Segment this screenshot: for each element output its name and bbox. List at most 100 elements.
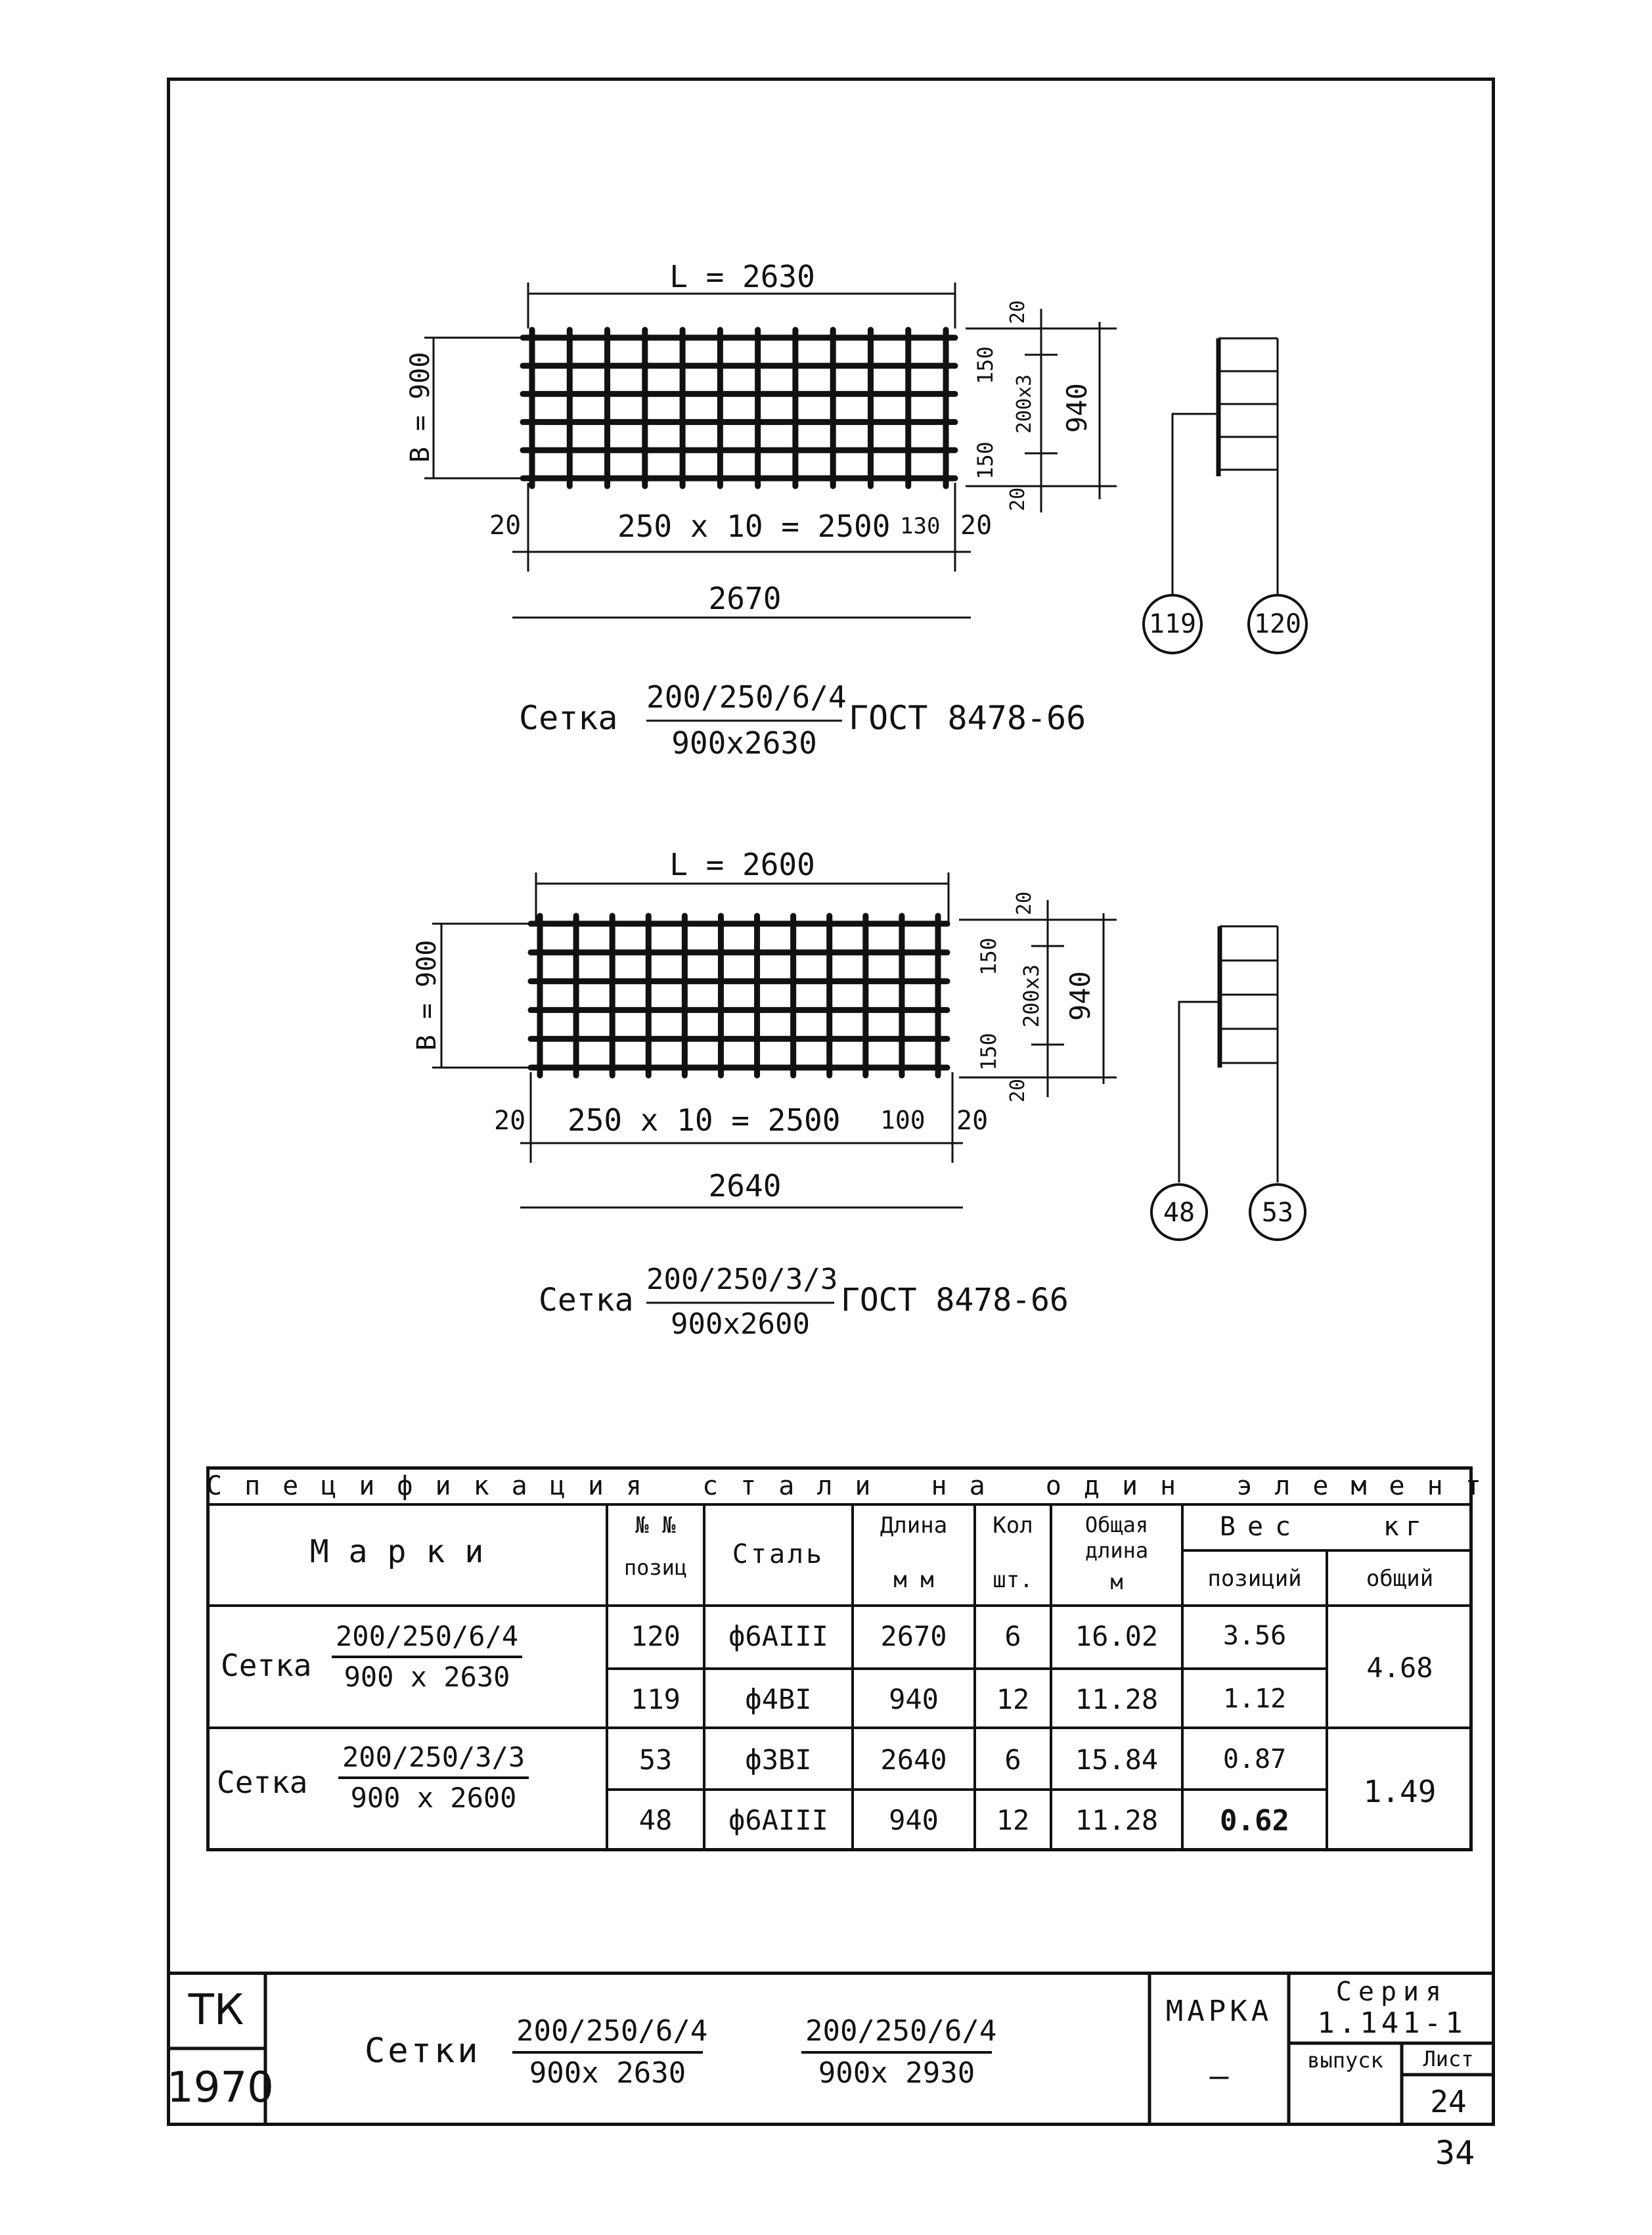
mesh-1-dim-overall: 940: [1061, 383, 1093, 433]
spec-group-2-mark-num: 200/250/3/3: [338, 1744, 529, 1779]
title-sheet-value: 24: [1430, 2084, 1467, 2119]
bubble-48: [1150, 1183, 1208, 1241]
spec-header-weight: Вес: [1219, 1512, 1303, 1542]
caption-2-numerator: 200/250/3/3: [646, 1263, 838, 1296]
spec-group-2-mark: 200/250/3/3 900 x 2600: [338, 1744, 529, 1812]
mesh-1-left-margin: 20: [489, 510, 522, 541]
spec-row-3-length: 2640: [880, 1744, 947, 1776]
title-issue-label: выпуск: [1307, 2048, 1383, 2073]
mesh-1-overall-label: 2670: [708, 581, 782, 616]
mesh-2-side-view: [1150, 925, 1306, 1241]
caption-1-numerator: 200/250/6/4: [646, 679, 847, 715]
spec-row-1-steel: ф6АIII: [728, 1620, 828, 1652]
spec-group-2-total: 1.49: [1363, 1774, 1437, 1809]
mesh-1-dim-bottom: 20: [1006, 487, 1029, 512]
spec-row-3-weight: 0.87: [1222, 1744, 1287, 1774]
spec-header-total-length-mid: длина: [1084, 1538, 1149, 1563]
spec-title: Спецификация стали на один элемент: [206, 1471, 1504, 1501]
mesh-2-dim-upper: 150: [976, 937, 1001, 976]
title-fraction-2-num: 200/250/6/4: [801, 2017, 996, 2054]
spec-group-1-prefix: Сетка: [221, 1648, 312, 1683]
spec-header-length-top: Длина: [880, 1512, 948, 1539]
spec-row-2-total-length: 11.28: [1075, 1683, 1159, 1715]
spec-group-1-mark: 200/250/6/4 900 x 2630: [332, 1623, 522, 1691]
spec-group-1-mark-den: 900 x 2630: [344, 1661, 510, 1693]
spec-row-1-total-length: 16.02: [1075, 1620, 1159, 1652]
mesh-2-overall-label: 2640: [708, 1168, 782, 1204]
bubble-53: [1249, 1183, 1306, 1241]
mesh-2-span-label: 250 x 10 = 2500: [568, 1102, 841, 1138]
mesh-2-dim-overall: 940: [1064, 971, 1096, 1021]
mesh-1-dimensions: [424, 282, 1117, 619]
mesh-2-end-offset: 100: [880, 1106, 926, 1135]
spec-row-1-length: 2670: [880, 1620, 947, 1652]
spec-table: [206, 1466, 1473, 1851]
spec-header-total-length-bottom: м: [1110, 1569, 1123, 1594]
spec-group-1-mark-num: 200/250/6/4: [332, 1623, 522, 1658]
spec-group-1-total: 4.68: [1366, 1652, 1433, 1684]
spec-header-weight-unit: кг: [1383, 1512, 1429, 1542]
title-org: ТК: [188, 1986, 244, 2035]
spec-row-4-total-length: 11.28: [1075, 1804, 1159, 1836]
mesh-1-bubble-b: 120: [1253, 609, 1302, 639]
spec-row-3-qty: 6: [1004, 1744, 1021, 1776]
mesh-1-end-offset: 130: [900, 513, 941, 539]
title-marka-value: –: [1209, 2058, 1229, 2094]
mesh-1-dim-upper: 150: [973, 346, 998, 384]
title-marka-label: МАРКА: [1165, 1995, 1273, 2028]
spec-row-3-total-length: 15.84: [1075, 1744, 1159, 1776]
title-series-label: Серия: [1335, 1977, 1448, 2007]
mesh-2-dimensions: [432, 872, 1117, 1209]
spec-row-2-steel: ф4ВI: [745, 1683, 812, 1715]
spec-header-qty-top: Кол: [993, 1512, 1033, 1539]
mesh-2-dim-top: 20: [1013, 891, 1036, 916]
bubble-120: [1247, 594, 1308, 654]
spec-header-pos-top: № №: [635, 1512, 676, 1539]
spec-row-4-weight: 0.62: [1220, 1804, 1289, 1838]
page-number: 34: [1435, 2134, 1475, 2172]
spec-header-total-length-top: Общая: [1084, 1512, 1149, 1537]
title-name: Сетки: [365, 2031, 481, 2071]
title-fraction-2: 200/250/6/4 900x 2930: [801, 2017, 996, 2088]
spec-row-3-steel: ф3ВI: [745, 1744, 812, 1776]
caption-1-denominator: 900x2630: [671, 725, 817, 761]
mesh-1-right-margin: 20: [960, 510, 993, 541]
mesh-2-bubble-b: 53: [1261, 1198, 1294, 1228]
spec-row-3-pos: 53: [638, 1744, 673, 1776]
mesh-1-bubble-a: 119: [1148, 609, 1197, 639]
mesh-1-dim-top: 20: [1006, 300, 1029, 325]
title-fraction-1-num: 200/250/6/4: [512, 2017, 707, 2054]
mesh-2-left-margin: 20: [494, 1106, 526, 1136]
drawing-frame: [167, 78, 1495, 2126]
mesh-2: [527, 913, 950, 1079]
spec-header-weight-total: общий: [1366, 1566, 1434, 1592]
spec-header-pos-bottom: позиц: [623, 1555, 688, 1580]
spec-row-4-length: 940: [889, 1804, 939, 1836]
spec-row-2-length: 940: [889, 1683, 939, 1715]
bubble-119: [1142, 594, 1203, 654]
mesh-1-span-label: 250 x 10 = 2500: [617, 508, 891, 544]
mesh-1-width-label: B = 900: [405, 351, 435, 463]
spec-row-1-weight: 3.56: [1222, 1621, 1287, 1651]
mesh-2-dim-lower: 150: [976, 1033, 1001, 1071]
spec-header-qty-bottom: шт.: [993, 1567, 1033, 1593]
spec-header-length-bottom: м м: [893, 1567, 934, 1593]
spec-row-2-weight: 1.12: [1222, 1684, 1287, 1714]
caption-1-prefix: Сетка: [519, 699, 618, 737]
spec-row-1-qty: 6: [1004, 1620, 1021, 1652]
title-fraction-1-den: 900x 2630: [529, 2056, 686, 2090]
caption-2-denominator: 900x2600: [671, 1307, 810, 1341]
caption-1-suffix: ГОСТ 8478-66: [849, 699, 1086, 737]
mesh-1-side-view: [1142, 337, 1308, 654]
spec-row-1-pos: 120: [631, 1620, 681, 1652]
spec-row-2-qty: 12: [996, 1683, 1030, 1715]
mesh-1-dim-middle: 200x3: [1013, 374, 1036, 434]
title-sheet-label: Лист: [1423, 2046, 1474, 2071]
title-fraction-1: 200/250/6/4 900x 2630: [512, 2017, 707, 2090]
spec-row-4-pos: 48: [638, 1804, 673, 1836]
title-year: 1970: [167, 2064, 274, 2112]
spec-group-2-prefix: Сетка: [217, 1765, 308, 1800]
spec-header-steel: Сталь: [732, 1539, 825, 1569]
caption-2-prefix: Сетка: [539, 1282, 634, 1319]
